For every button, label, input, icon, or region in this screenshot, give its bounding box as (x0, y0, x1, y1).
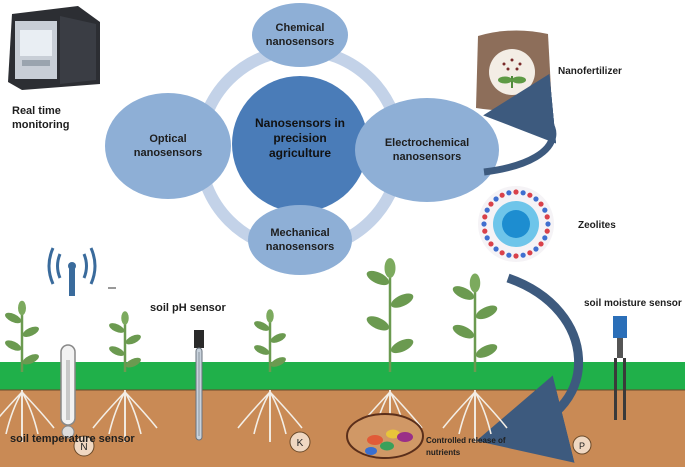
controlled-line2: nutrients (426, 448, 461, 457)
optical-line2: nanosensors (134, 147, 202, 159)
nutrient-p: P (572, 435, 592, 455)
plant-icon (0, 300, 55, 442)
zeolites-label: Zeolites (578, 220, 616, 231)
nutrient-k-label: K (297, 438, 304, 449)
moisture-probe-icon (613, 316, 627, 420)
center-line2: precision (273, 131, 326, 145)
chemical-line2: nanosensors (266, 36, 334, 48)
realtime-line1: Real time (12, 105, 61, 117)
node-center[interactable]: Nanosensors in precision agriculture (232, 76, 368, 212)
arrow-to-soil (476, 273, 584, 463)
nutrient-p-label: P (579, 441, 585, 451)
plant-icon (92, 311, 158, 442)
plant-icon (237, 309, 303, 442)
electrochemical-line2: nanosensors (393, 151, 461, 163)
zeolite-icon (478, 186, 554, 262)
soil-layer (0, 390, 685, 467)
node-electrochemical[interactable]: Electrochemical nanosensors (355, 98, 499, 202)
mechanical-line2: nanosensors (266, 241, 334, 253)
ph-probe-icon (194, 330, 204, 441)
nutrient-k: K (289, 431, 311, 453)
arrow-to-fertilizer (483, 73, 557, 176)
center-line1: Nanosensors in (255, 116, 345, 130)
controlled-release-area (346, 413, 424, 459)
center-line3: agriculture (269, 146, 331, 160)
soil-temperature-label: soil temperature sensor (10, 433, 135, 445)
realtime-line2: monitoring (12, 119, 69, 131)
mechanical-line1: Mechanical (270, 227, 329, 239)
chemical-line1: Chemical (276, 22, 325, 34)
nutrient-n: N (73, 435, 95, 457)
node-chemical[interactable]: Chemical nanosensors (252, 3, 348, 67)
nutrient-n-label: N (80, 442, 87, 453)
fertilizer-bag-icon (476, 30, 552, 112)
thermometer-icon (60, 344, 76, 439)
plant-icon (442, 273, 508, 442)
node-optical[interactable]: Optical nanosensors (105, 93, 231, 199)
electrochemical-line1: Electrochemical (385, 137, 469, 149)
plants (0, 258, 508, 442)
nanofertilizer-label: Nanofertilizer (558, 66, 622, 77)
plant-icon (357, 258, 423, 442)
soil-ph-label: soil pH sensor (150, 302, 227, 314)
soil-moisture-label: soil moisture sensor (584, 298, 682, 309)
node-mechanical[interactable]: Mechanical nanosensors (248, 205, 352, 275)
wifi-antenna-icon (47, 247, 97, 296)
controlled-line1: Controlled release of (426, 436, 506, 445)
monitor-device-icon (8, 6, 100, 90)
optical-line1: Optical (149, 133, 186, 145)
